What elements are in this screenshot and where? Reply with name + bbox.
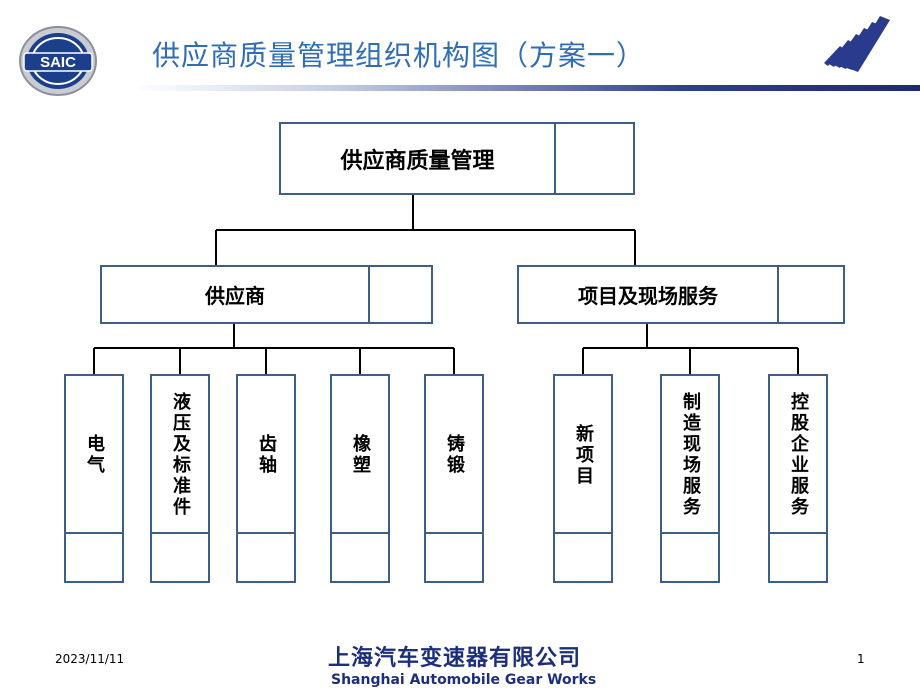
leaf-divider	[332, 532, 388, 534]
branch-divider	[368, 267, 370, 322]
org-root-label: 供应商质量管理	[340, 148, 495, 174]
org-leaf-casting-forging: 铸锻	[424, 374, 484, 583]
leaf-divider	[66, 532, 122, 534]
org-leaf-rubber-plastic: 橡塑	[330, 374, 390, 583]
company-name-en: Shanghai Automobile Gear Works	[331, 672, 597, 688]
logo-text: SAIC	[40, 54, 76, 71]
footer-date: 2023/11/11	[55, 652, 125, 666]
leaf-label: 新项目	[573, 423, 594, 487]
page-number: 1	[857, 652, 865, 666]
leaf-label: 铸锻	[444, 434, 465, 476]
leaf-divider	[152, 532, 208, 534]
org-leaf-manufacturing-service: 制造现场服务	[660, 374, 720, 583]
leaf-divider	[238, 532, 294, 534]
leaf-label: 齿轴	[256, 434, 277, 476]
saic-logo: SAIC	[18, 25, 98, 97]
leaf-label: 橡塑	[350, 434, 371, 476]
company-name-cn: 上海汽车变速器有限公司	[328, 646, 582, 671]
leaf-divider	[770, 532, 826, 534]
org-branch-projects: 项目及现场服务	[517, 265, 845, 324]
leaf-label: 制造现场服务	[680, 392, 701, 518]
org-root-divider	[554, 124, 556, 193]
leaf-divider	[555, 532, 611, 534]
org-root-node: 供应商质量管理	[279, 122, 635, 195]
leaf-label: 控股企业服务	[788, 392, 809, 518]
org-leaf-electrical: 电气	[64, 374, 124, 583]
leaf-label: 液压及标准件	[170, 392, 191, 518]
org-leaf-new-project: 新项目	[553, 374, 613, 583]
org-branch-suppliers: 供应商	[100, 265, 433, 324]
org-leaf-gears: 齿轴	[236, 374, 296, 583]
org-leaf-hydraulic: 液压及标准件	[150, 374, 210, 583]
leaf-divider	[426, 532, 482, 534]
org-leaf-holding-service: 控股企业服务	[768, 374, 828, 583]
branch-divider	[777, 267, 779, 322]
page-title: 供应商质量管理组织机构图（方案一）	[152, 39, 646, 72]
branch-label: 项目及现场服务	[578, 284, 718, 308]
leaf-label: 电气	[84, 434, 105, 476]
stripes-icon	[818, 12, 898, 78]
branch-label: 供应商	[205, 284, 265, 308]
header-divider	[132, 85, 920, 91]
leaf-divider	[662, 532, 718, 534]
